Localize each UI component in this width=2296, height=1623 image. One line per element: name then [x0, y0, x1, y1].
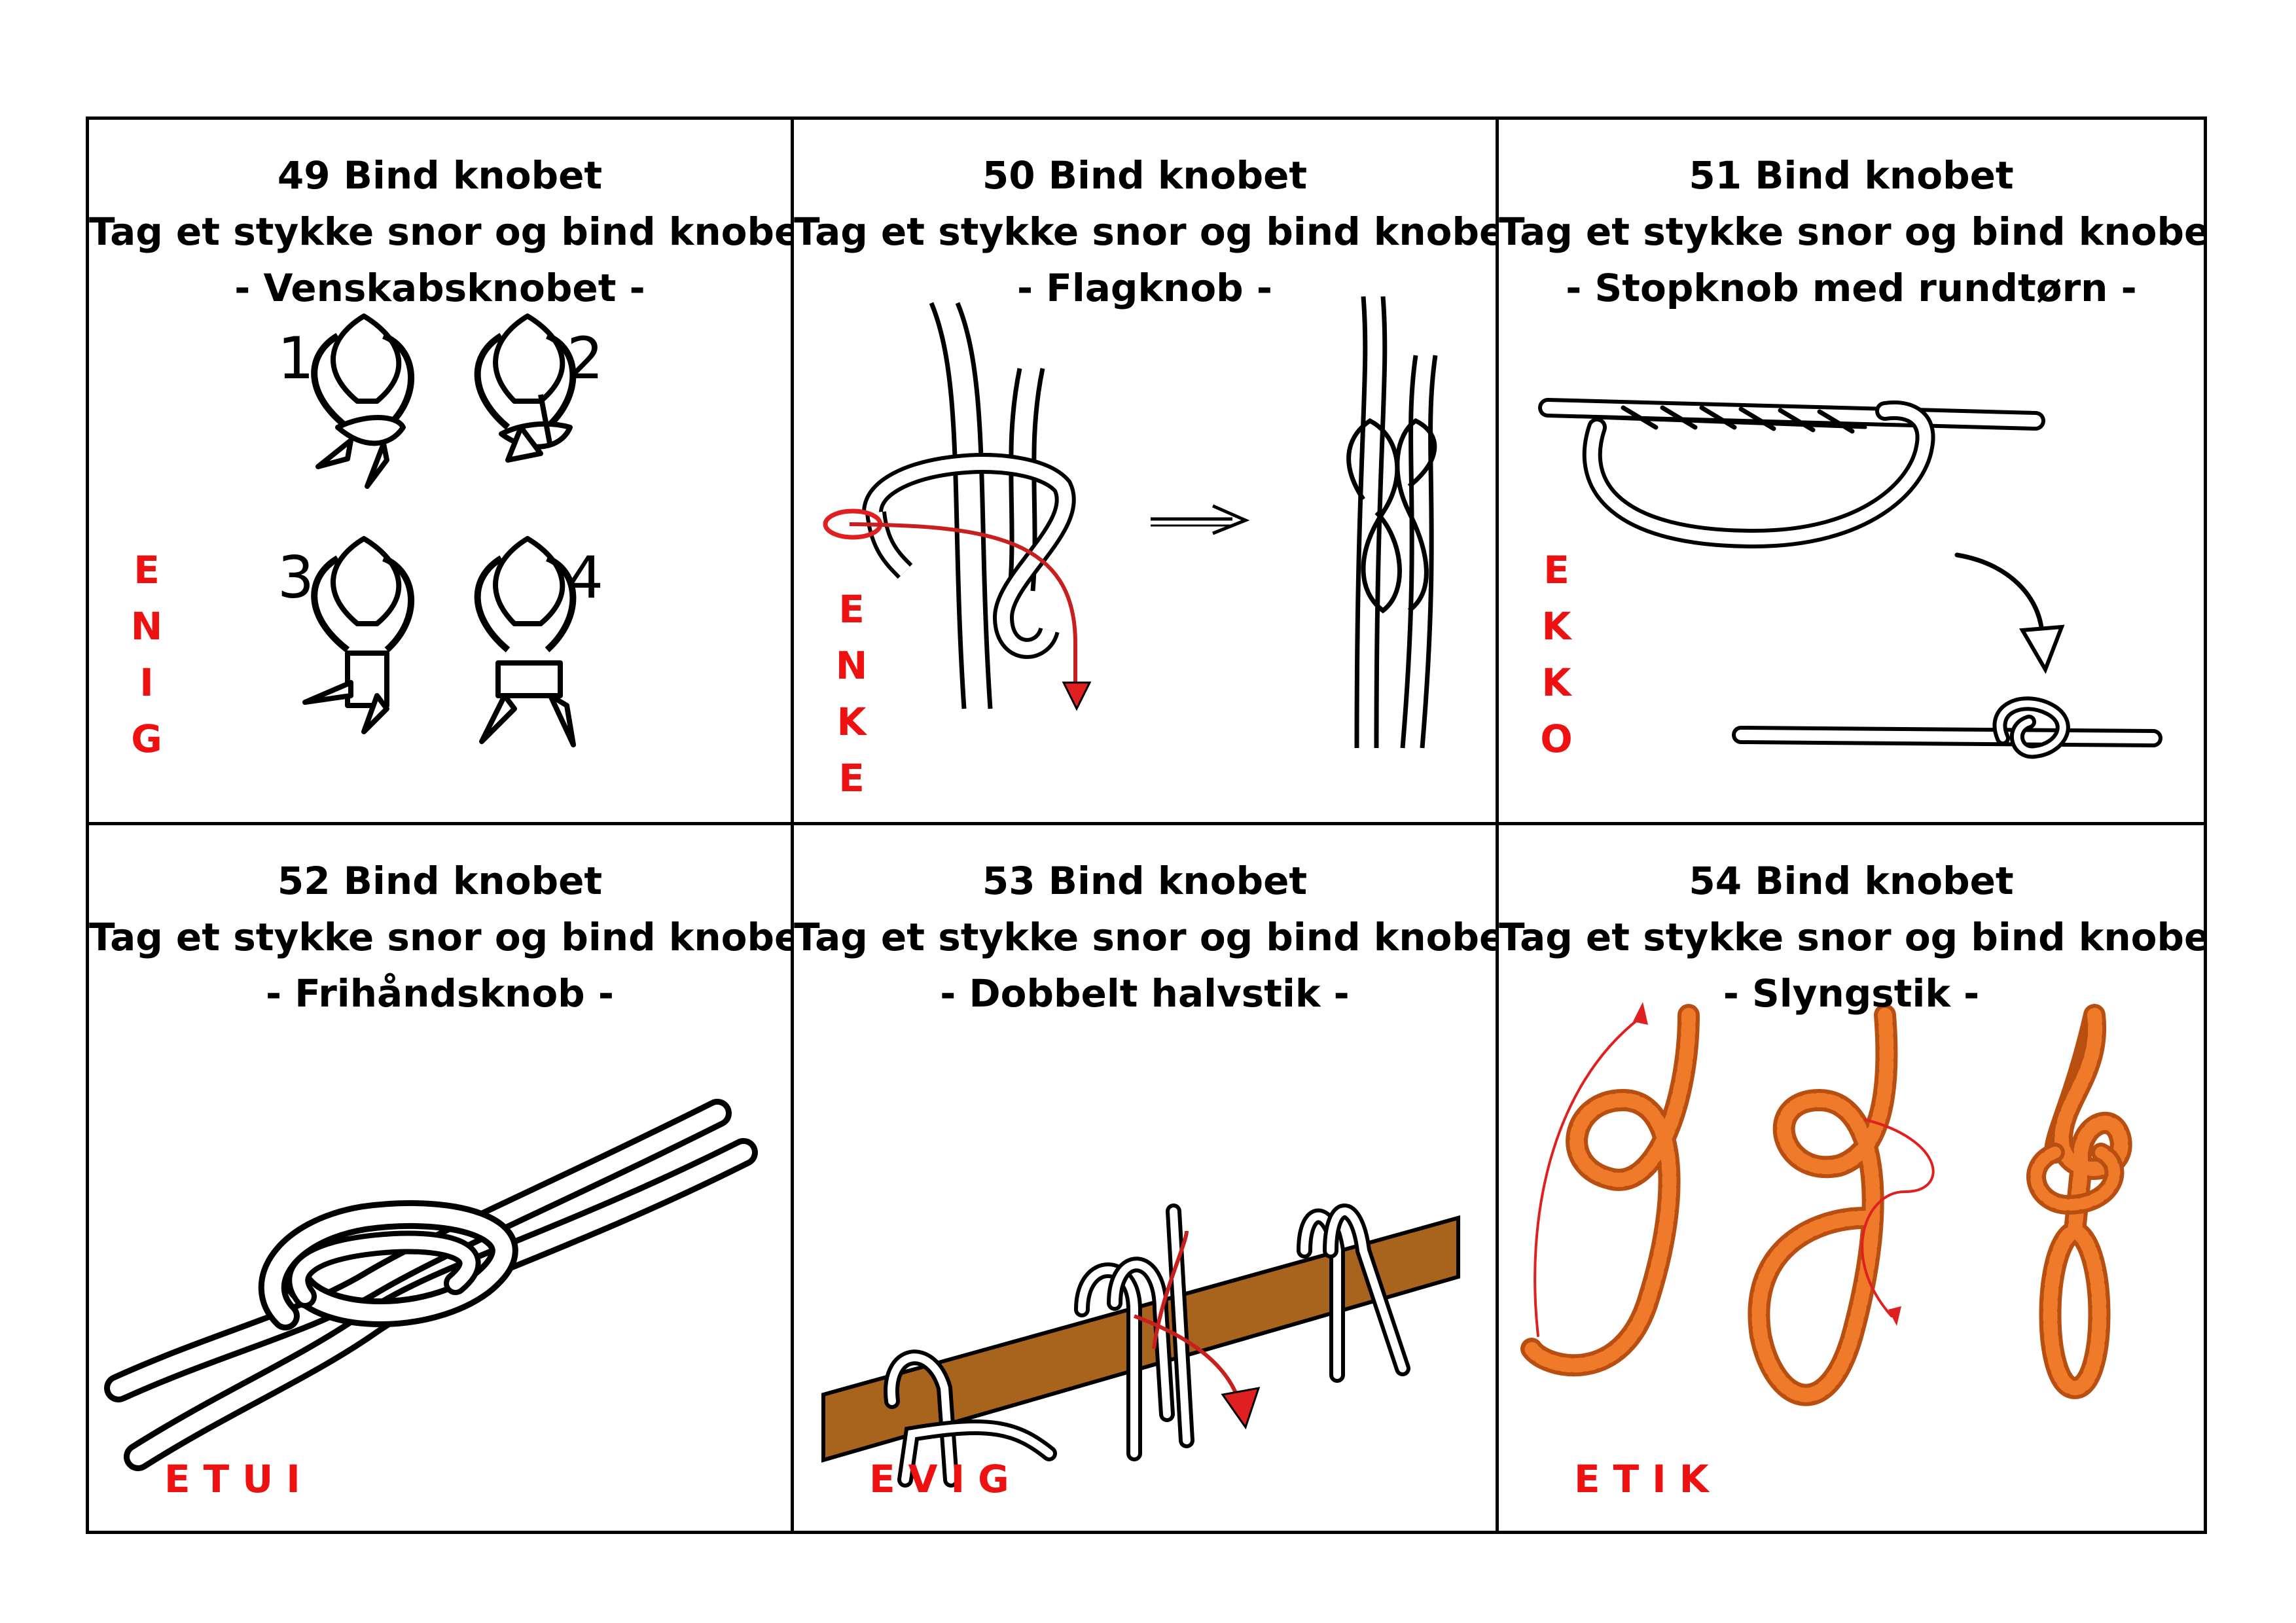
step-number-3: 3	[278, 544, 314, 611]
knot-name: - Dobbelt halvstik -	[940, 971, 1350, 1016]
stopper-knot-icon	[1538, 398, 2162, 759]
card-instruction: Tag et stykke snor og bind knobet!	[89, 915, 794, 959]
card-header: 53 Bind knobet Tag et stykke snor og bin…	[794, 853, 1496, 1022]
card-title: 52 Bind knobet	[277, 859, 603, 903]
knot-name: - Stopknob med rundtørn -	[1566, 266, 2137, 310]
card-instruction: Tag et stykke snor og bind knobet!	[1499, 209, 2204, 254]
knot-card-52: 52 Bind knobet Tag et stykke snor og bin…	[89, 825, 794, 1531]
card-header: 51 Bind knobet Tag et stykke snor og bin…	[1499, 147, 2204, 316]
answer-word: ETUI	[164, 1457, 314, 1501]
answer-word: EVIG	[869, 1457, 1022, 1501]
knot-name: - Venskabsknobet -	[234, 266, 645, 310]
knot-card-50: 50 Bind knobet Tag et stykke snor og bin…	[794, 120, 1499, 825]
step-number-4: 4	[567, 544, 603, 611]
card-header: 52 Bind knobet Tag et stykke snor og bin…	[89, 853, 791, 1022]
answer-word: ETIK	[1574, 1457, 1722, 1501]
step-number-2: 2	[567, 325, 603, 392]
knot-name: - Frihåndsknob -	[266, 971, 614, 1016]
knot-card-51: 51 Bind knobet Tag et stykke snor og bin…	[1499, 120, 2204, 825]
card-instruction: Tag et stykke snor og bind knobet!	[794, 209, 1499, 254]
knot-card-54: 54 Bind knobet Tag et stykke snor og bin…	[1499, 825, 2204, 1531]
sheet-bend-icon	[823, 296, 1438, 749]
card-title: 53 Bind knobet	[982, 859, 1308, 903]
card-title: 54 Bind knobet	[1689, 859, 2014, 903]
card-header: 49 Bind knobet Tag et stykke snor og bin…	[89, 147, 791, 316]
card-title: 51 Bind knobet	[1689, 153, 2014, 198]
overhand-knot-icon	[104, 1099, 758, 1471]
knot-card-49: 1 2 3 4 49 Bind knobet Tag et stykke sno…	[89, 120, 794, 825]
card-title: 49 Bind knobet	[277, 153, 603, 198]
friendship-knot-steps-icon: 1 2 3 4	[278, 313, 603, 747]
bowline-steps-icon	[1520, 1002, 2132, 1406]
knot-name: - Slyngstik -	[1723, 971, 1980, 1016]
step-number-1: 1	[278, 325, 314, 392]
card-instruction: Tag et stykke snor og bind knobet!	[794, 915, 1499, 959]
card-header: 54 Bind knobet Tag et stykke snor og bin…	[1499, 853, 2204, 1022]
clove-hitch-icon	[821, 1204, 1460, 1488]
knot-name: - Flagknob -	[1017, 266, 1272, 310]
card-instruction: Tag et stykke snor og bind knobet!	[89, 209, 794, 254]
knot-card-53: 53 Bind knobet Tag et stykke snor og bin…	[794, 825, 1499, 1531]
knot-card-grid: 1 2 3 4 49 Bind knobet Tag et stykke sno…	[86, 116, 2207, 1534]
card-instruction: Tag et stykke snor og bind knobet!	[1499, 915, 2204, 959]
card-header: 50 Bind knobet Tag et stykke snor og bin…	[794, 147, 1496, 316]
card-title: 50 Bind knobet	[982, 153, 1308, 198]
